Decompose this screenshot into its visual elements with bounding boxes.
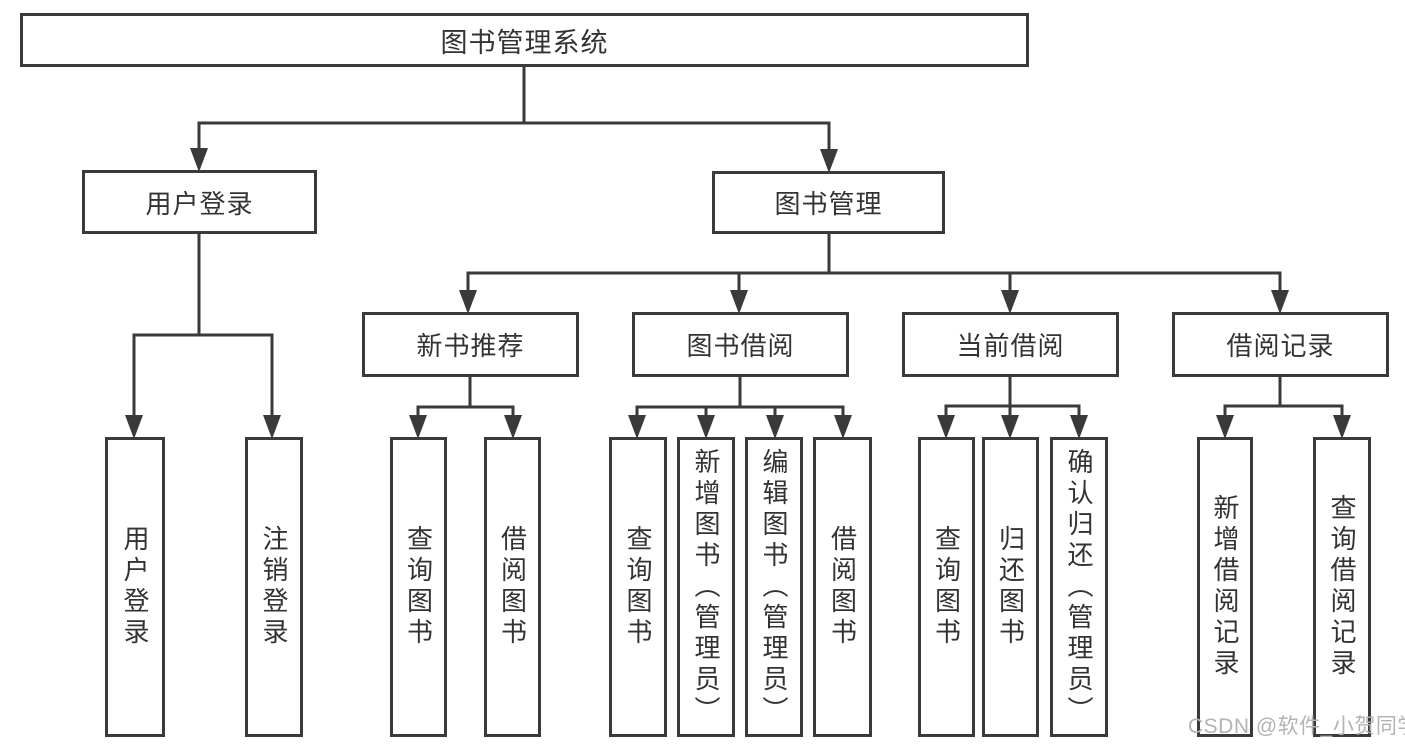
leaf-confirm-return-admin: 确认归还（管理员） (1050, 437, 1108, 737)
arrowhead-group (125, 148, 1351, 439)
leaf-query-books-recommend: 查询图书 (390, 437, 447, 737)
leaf-borrow-books-recommend: 借阅图书 (484, 437, 541, 737)
leaf-query-books-borrow: 查询图书 (609, 437, 667, 737)
leaf-user-login: 用户登录 (105, 437, 165, 737)
leaf-edit-book-admin: 编辑图书（管理员） (745, 437, 803, 737)
node-book-management: 图书管理 (712, 171, 945, 234)
node-new-book-recommend: 新书推荐 (362, 312, 579, 377)
leaf-borrow-books-borrow: 借阅图书 (813, 437, 872, 737)
watermark: CSDN @软件_小贺同学 (1188, 715, 1405, 738)
node-current-borrow: 当前借阅 (902, 312, 1119, 377)
node-library-system-root: 图书管理系统 (20, 13, 1029, 67)
node-borrow-records: 借阅记录 (1172, 312, 1389, 377)
node-book-borrow: 图书借阅 (632, 312, 849, 377)
leaf-query-books-current: 查询图书 (918, 437, 975, 737)
leaf-return-book: 归还图书 (982, 437, 1039, 737)
leaf-query-borrow-record: 查询借阅记录 (1313, 437, 1371, 737)
leaf-add-borrow-record: 新增借阅记录 (1197, 437, 1253, 737)
leaf-add-book-admin: 新增图书（管理员） (677, 437, 735, 737)
node-user-login: 用户登录 (82, 170, 317, 234)
leaf-logout: 注销登录 (245, 437, 303, 737)
